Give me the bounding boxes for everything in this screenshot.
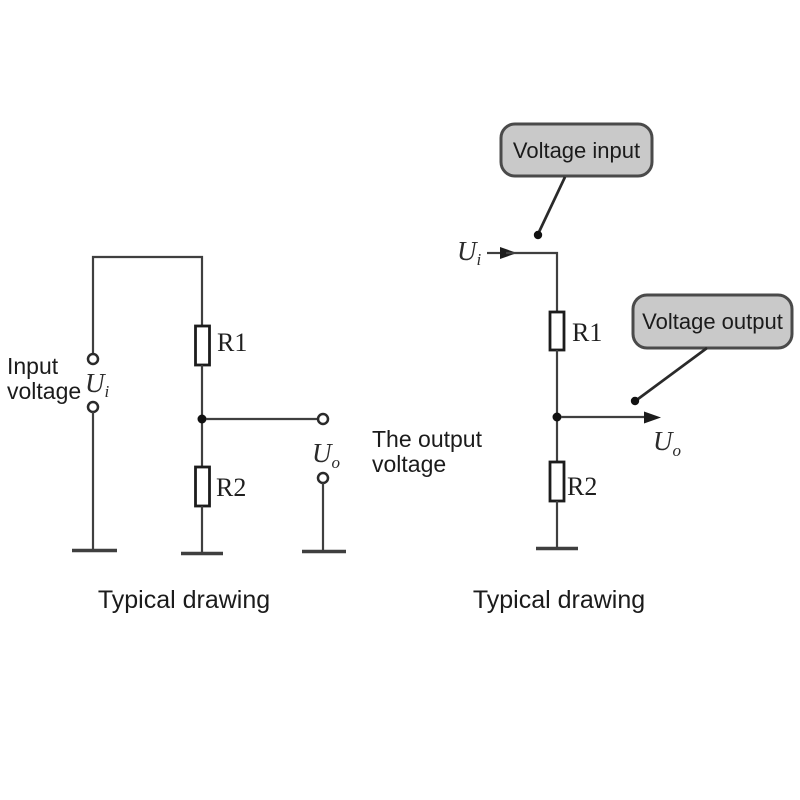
r2-label: R2 xyxy=(216,473,246,502)
resistor-r1 xyxy=(194,324,211,367)
resistor-r2 xyxy=(548,460,566,503)
r1-label: R1 xyxy=(572,318,602,347)
voltage-output-leader-dot xyxy=(630,396,640,406)
right-caption: Typical drawing xyxy=(473,586,645,614)
left-caption: Typical drawing xyxy=(98,586,270,614)
output-terminal-top xyxy=(316,412,330,426)
resistor-r1 xyxy=(548,310,566,352)
right-circuit: Voltage input Ui R1 Uo R2 Voltage output… xyxy=(457,122,794,614)
output-terminal-bottom xyxy=(316,471,330,485)
ui-symbol: Ui xyxy=(85,368,110,401)
r1-label: R1 xyxy=(217,328,247,357)
input-voltage-label-line2: voltage xyxy=(7,378,81,404)
input-terminal-top xyxy=(86,352,100,366)
junction-dot xyxy=(197,414,207,424)
ui-symbol: Ui xyxy=(457,236,482,269)
output-arrowhead xyxy=(644,411,661,424)
left-circuit: Input voltage Ui R1 R2 Uo The output vol… xyxy=(7,255,483,614)
voltage-input-callout-label: Voltage input xyxy=(513,138,640,163)
voltage-input-leader-line xyxy=(537,176,567,233)
wire-top-corner xyxy=(506,251,559,312)
input-voltage-label-line1: Input xyxy=(7,353,59,379)
voltage-input-leader-dot xyxy=(533,230,543,240)
junction-dot xyxy=(552,412,562,422)
wire-top-loop xyxy=(91,255,204,354)
voltage-input-callout xyxy=(499,122,654,178)
resistor-r2 xyxy=(194,465,211,508)
output-voltage-label-line1: The output xyxy=(372,426,483,452)
voltage-output-leader-line xyxy=(637,346,708,401)
input-terminal-bottom xyxy=(86,400,100,414)
r2-label: R2 xyxy=(567,472,597,501)
uo-symbol: Uo xyxy=(312,438,340,472)
voltage-output-callout-label: Voltage output xyxy=(642,309,783,334)
voltage-output-callout xyxy=(631,293,794,350)
uo-symbol: Uo xyxy=(653,426,681,460)
output-voltage-label-line2: voltage xyxy=(372,451,446,477)
